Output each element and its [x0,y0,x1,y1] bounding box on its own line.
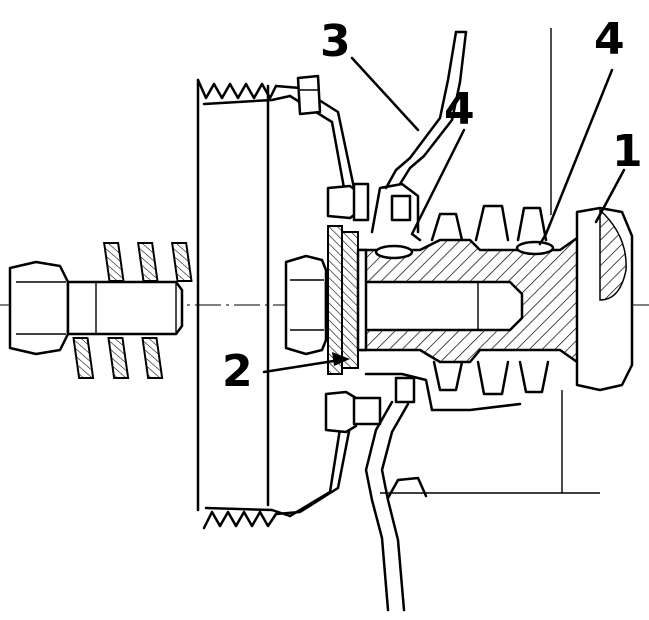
central-bolt [284,254,524,356]
hub-bolt-upper [326,182,370,222]
hub-bolt-lower [324,390,382,434]
leader-4-left [410,128,466,242]
callout-4-right: 4 [594,14,625,65]
leader-2 [262,358,342,374]
callout-3: 3 [320,16,351,67]
front-seal-upper [370,30,468,234]
exploded-bolt [8,260,184,356]
callout-2: 2 [222,346,253,397]
leader-4-right [538,68,614,246]
pulley-clip [296,74,322,116]
spacer-washer [327,225,368,375]
pulley [196,78,356,530]
spring-washers [72,242,193,379]
callout-1: 1 [612,126,643,177]
leader-1 [594,168,626,224]
callout-4-left: 4 [444,84,475,135]
front-seal-lower [364,372,522,612]
leader-2-arrowhead [332,352,350,366]
leader-3 [350,56,420,132]
